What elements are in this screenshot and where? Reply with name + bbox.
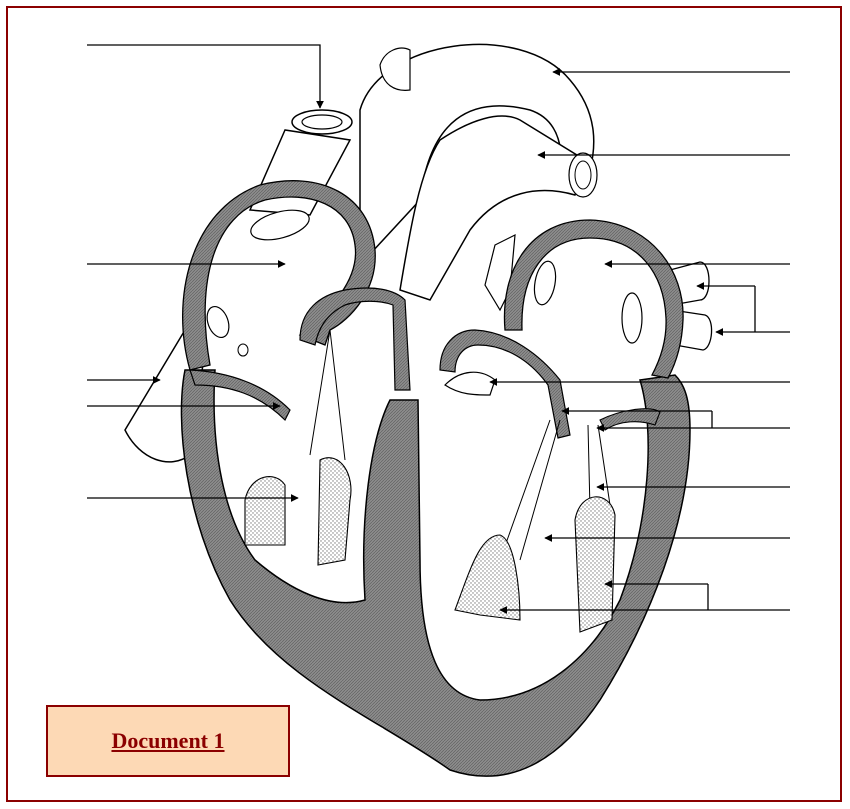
pointer-line-1 — [87, 45, 320, 108]
document-label: Document 1 — [111, 728, 224, 754]
aortic-valve-arc — [440, 330, 660, 560]
document-label-box: Document 1 — [46, 705, 290, 777]
aortic-valve — [445, 372, 495, 395]
